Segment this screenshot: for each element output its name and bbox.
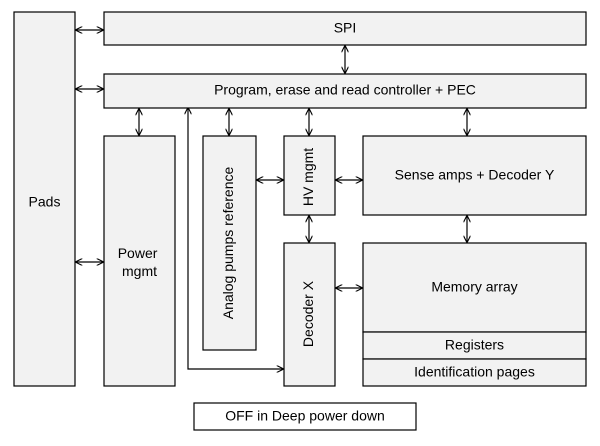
- controller-label: Program, erase and read controller + PEC: [214, 82, 476, 98]
- power-mgmt-block: [103, 135, 176, 387]
- registers-block: [362, 331, 587, 360]
- hv-mgmt-block: [283, 135, 336, 216]
- pads-label: Pads: [29, 194, 61, 210]
- spi-block: [103, 11, 587, 46]
- spi-label: SPI: [334, 20, 357, 36]
- deep-power-down-label: OFF in Deep power down: [225, 408, 385, 424]
- controller-block: [103, 73, 587, 109]
- power-mgmt-label: Power mgmt: [118, 245, 162, 279]
- hv-mgmt-label: HV mgmt: [300, 148, 316, 206]
- pads-block: [13, 11, 76, 387]
- registers-label: Registers: [445, 337, 504, 353]
- deep-power-down-box: [193, 402, 417, 431]
- identification-pages-block: [362, 358, 587, 387]
- identification-pages-label: Identification pages: [414, 364, 535, 380]
- power-mgmt-line2: mgmt: [122, 263, 157, 279]
- decoder-x-label: Decoder X: [300, 280, 316, 347]
- memory-array-label: Memory array: [431, 279, 517, 295]
- analog-pumps-label: Analog pumps reference: [220, 167, 236, 320]
- decoder-x-block: [283, 242, 336, 387]
- sense-amps-block: [362, 135, 587, 216]
- sense-amps-label: Sense amps + Decoder Y: [395, 167, 555, 183]
- power-mgmt-line1: Power: [118, 245, 158, 261]
- arrow-controller-decoderx: [188, 108, 283, 369]
